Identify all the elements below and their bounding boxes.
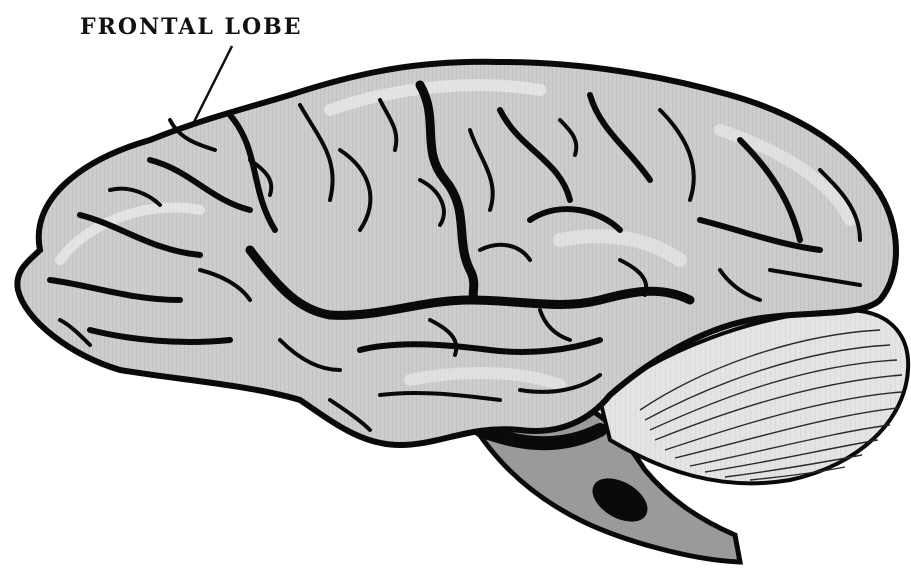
frontal-lobe-label: FRONTAL LOBE — [80, 14, 303, 40]
